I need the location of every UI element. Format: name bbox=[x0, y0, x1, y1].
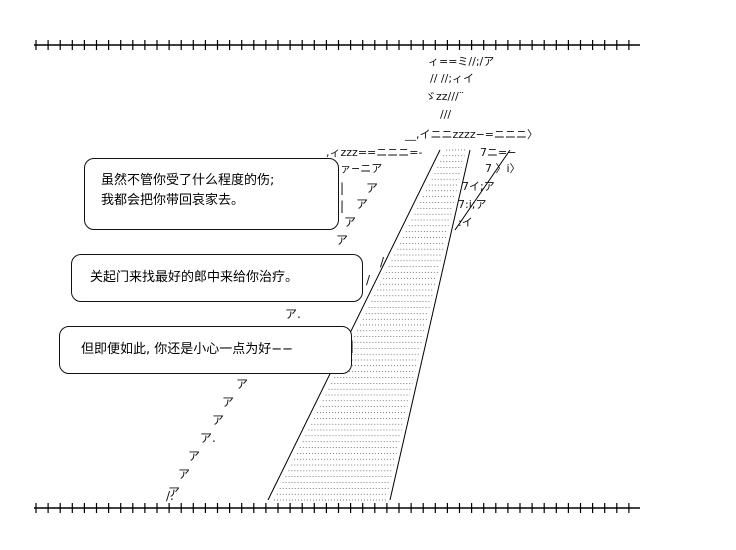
art-glyph-chest: 7イ;ア bbox=[462, 180, 495, 193]
art-glyph-arm-stroke: ア. bbox=[200, 431, 216, 445]
art-glyph-arm: ァ−ニア bbox=[340, 162, 382, 175]
art-glyph-collar: 7ニ=− bbox=[480, 146, 516, 159]
speech-bubble-2: 关起门来找最好的郎中来给你治疗。 bbox=[71, 254, 363, 302]
art-glyph-head: ィ==ミ//;/ア bbox=[428, 55, 494, 68]
bubble-2-line-1: 关起门来找最好的郎中来给你治疗。 bbox=[90, 270, 299, 285]
art-bar: | bbox=[340, 181, 344, 195]
art-glyph-arm-stroke: ア bbox=[222, 395, 234, 409]
art-glyph-arm-stroke: ア bbox=[178, 467, 190, 481]
speech-bubble-1: 虽然不管你受了什么程度的伤; 我都会把你带回哀家去。 bbox=[84, 158, 339, 230]
art-glyph-arm-stroke: ア bbox=[336, 233, 348, 247]
figure-outline bbox=[389, 149, 471, 501]
art-glyph-arm-stroke: ア bbox=[366, 181, 378, 195]
art-glyph-chest-3: :イ bbox=[458, 216, 473, 229]
art-glyph-arm-end: /. bbox=[166, 489, 174, 503]
art-slash: / bbox=[380, 255, 385, 269]
art-glyph-arm-stroke: ア bbox=[356, 197, 368, 211]
art-bar: | bbox=[350, 339, 354, 353]
art-glyph-arm-stroke: ア. bbox=[285, 307, 301, 321]
bubble-3-line-1: 但即便如此, 你还是小心一点为好−− bbox=[81, 342, 294, 357]
bubble-1-line-2: 我都会把你带回哀家去。 bbox=[101, 193, 245, 208]
art-glyph-shoulder: ,ィzzz==ニニニ=- bbox=[326, 146, 422, 159]
art-glyph-hair-2: ゞzz///¨ bbox=[425, 90, 464, 103]
art-glyph-arm-stroke: ア bbox=[212, 413, 224, 427]
art-bar: | bbox=[340, 199, 344, 213]
art-slash: / bbox=[366, 273, 371, 287]
bubble-1-line-1: 虽然不管你受了什么程度的伤; bbox=[101, 173, 275, 188]
art-glyph-chest-2: 7:i;ア bbox=[458, 198, 486, 211]
art-glyph-collar-2: 7 〉i〉 bbox=[485, 162, 521, 175]
art-glyph-arm-stroke: ア bbox=[188, 449, 200, 463]
art-glyph-hair: // //;ィイ bbox=[430, 72, 474, 85]
speech-bubble-3: 但即便如此, 你还是小心一点为好−− bbox=[59, 326, 352, 374]
art-glyph-neck: /// bbox=[440, 108, 451, 121]
figure-outline bbox=[267, 149, 441, 501]
figure-outline bbox=[454, 149, 511, 231]
art-glyph-arm-stroke: ア bbox=[168, 485, 180, 499]
art-glyph-hat-brim: __,イニニzzzz−=ニニニ〉 bbox=[404, 128, 538, 141]
art-glyph-arm-stroke: ア bbox=[236, 377, 248, 391]
art-glyph-arm-stroke: ア bbox=[344, 215, 356, 229]
